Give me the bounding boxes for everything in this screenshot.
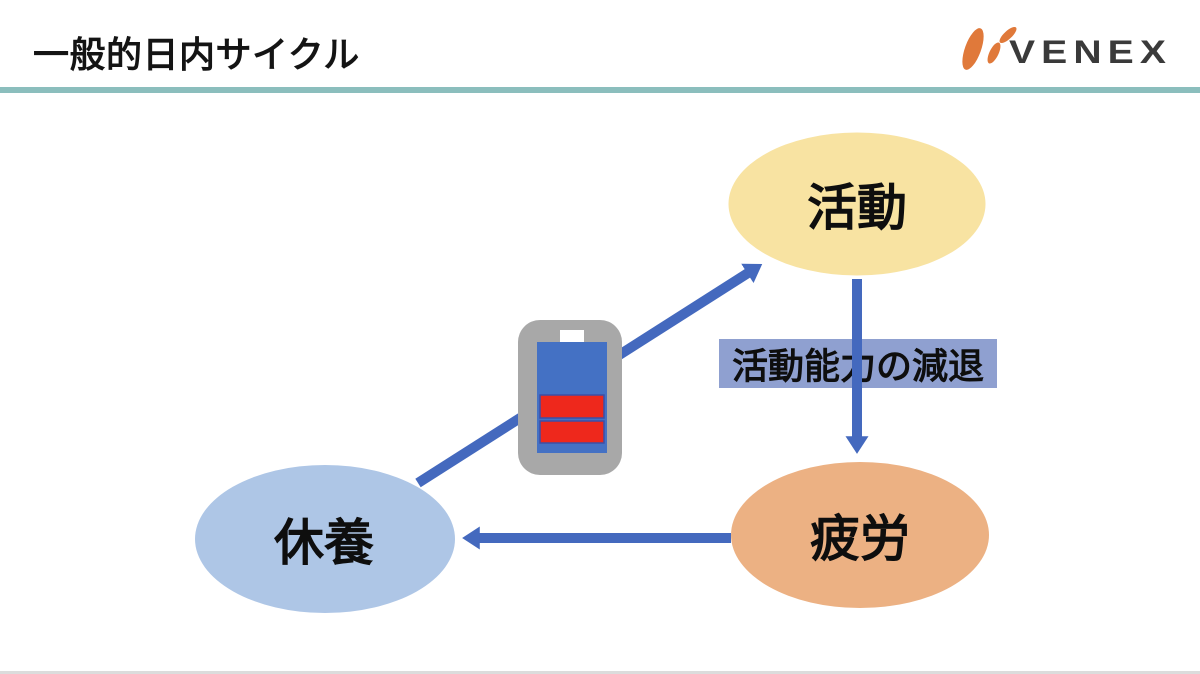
venex-leaf-mark-icon	[962, 26, 1017, 70]
page-title: 一般的日内サイクル	[33, 34, 360, 75]
battery-nub	[560, 330, 584, 342]
slide-bottom-edge	[0, 671, 1200, 674]
leaf-middle	[987, 42, 1001, 64]
node-activity-label: 活動	[807, 180, 907, 236]
leaf-large	[962, 28, 984, 70]
node-fatigue-ellipse	[731, 462, 989, 608]
battery-low-bar-top	[539, 394, 605, 419]
node-activity: 活動	[728, 132, 986, 276]
title-divider-line	[0, 87, 1200, 93]
node-fatigue: 疲労	[731, 462, 989, 608]
node-rest: 休養	[195, 465, 455, 613]
low-battery-icon	[518, 320, 622, 475]
logo-wordmark: VENEX	[1009, 34, 1172, 70]
node-rest-ellipse	[195, 465, 455, 613]
leaf-top	[999, 26, 1017, 44]
node-fatigue-label: 疲労	[810, 511, 910, 567]
venex-logo: VENEX	[962, 26, 1172, 70]
battery-low-bar-bottom	[539, 420, 605, 444]
node-rest-label: 休養	[273, 515, 374, 571]
node-activity-ellipse	[728, 132, 986, 276]
